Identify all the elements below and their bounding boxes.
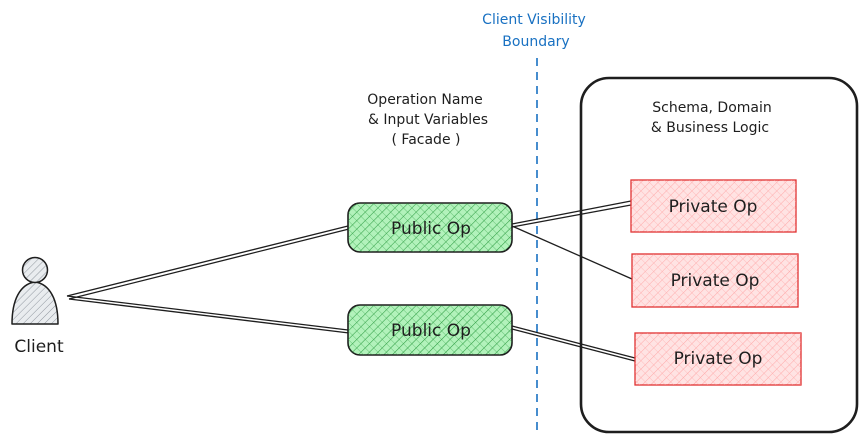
private-connectors xyxy=(511,200,636,362)
private-op-1-label: Private Op xyxy=(669,197,758,217)
public-op-1: Public Op xyxy=(347,202,513,253)
public-op-1-label: Public Op xyxy=(391,219,471,239)
private-op-2: Private Op xyxy=(631,253,799,308)
client-label: Client xyxy=(14,337,64,357)
client-person-icon xyxy=(11,256,59,325)
schema-note-line2: & Business Logic xyxy=(651,120,769,136)
public-op-2: Public Op xyxy=(347,304,513,356)
private-op-3-label: Private Op xyxy=(674,349,763,369)
boundary-label-line2: Boundary xyxy=(502,34,569,50)
schema-container xyxy=(579,76,859,434)
private-op-3: Private Op xyxy=(634,332,802,386)
facade-note-line3: ( Facade ) xyxy=(392,132,461,148)
schema-note-line1: Schema, Domain xyxy=(652,100,772,116)
private-op-2-label: Private Op xyxy=(671,271,760,291)
boundary-label-line1: Client Visibility xyxy=(482,12,586,28)
private-op-1: Private Op xyxy=(630,179,797,233)
client-connectors xyxy=(66,225,350,334)
facade-note-line2: & Input Variables xyxy=(368,112,488,128)
facade-note-line1: Operation Name xyxy=(367,92,482,108)
public-op-2-label: Public Op xyxy=(391,321,471,341)
